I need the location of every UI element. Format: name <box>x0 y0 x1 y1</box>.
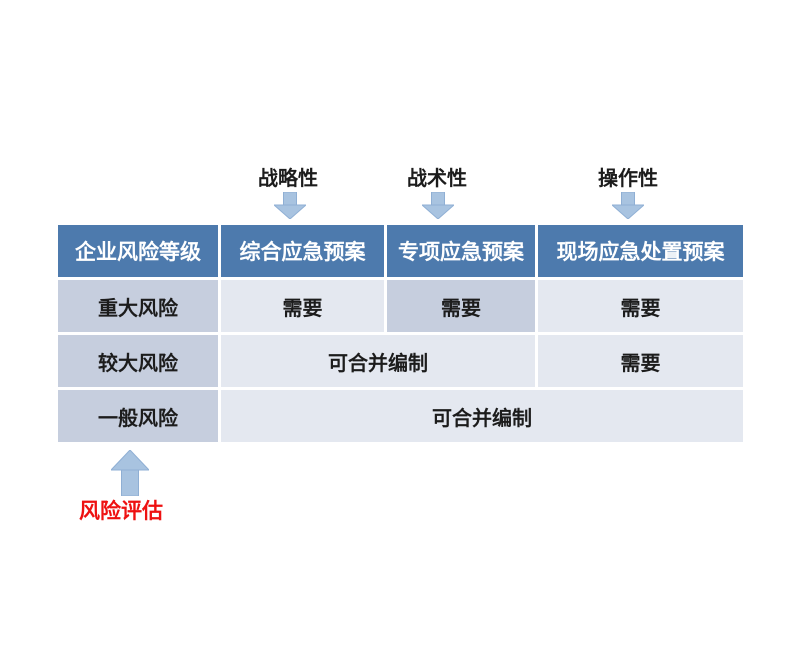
header-cell-special-plan: 专项应急预案 <box>387 225 535 277</box>
strategic-label: 战略性 <box>258 166 318 190</box>
risk-plan-table: 企业风险等级 综合应急预案 专项应急预案 现场应急处置预案 重大风险 需要 需要… <box>58 225 743 442</box>
operational-label: 操作性 <box>598 166 658 190</box>
header-cell-risk-level: 企业风险等级 <box>58 225 218 277</box>
plan-cell-major-onsite: 需要 <box>538 280 743 332</box>
down-arrow-icon <box>422 192 454 219</box>
plan-cell-major-comprehensive: 需要 <box>221 280 384 332</box>
header-cell-onsite-plan: 现场应急处置预案 <box>538 225 743 277</box>
risk-assessment-label: 风险评估 <box>79 498 163 523</box>
merged-plan-cell-general: 可合并编制 <box>221 390 743 442</box>
risk-level-cell-larger: 较大风险 <box>58 335 218 387</box>
tactical-label: 战术性 <box>407 166 467 190</box>
header-cell-comprehensive-plan: 综合应急预案 <box>221 225 384 277</box>
risk-level-cell-major: 重大风险 <box>58 280 218 332</box>
plan-cell-larger-onsite: 需要 <box>538 335 743 387</box>
down-arrow-icon <box>274 192 306 219</box>
merged-plan-cell-larger: 可合并编制 <box>221 335 535 387</box>
up-arrow-icon <box>111 450 149 496</box>
plan-cell-major-special: 需要 <box>387 280 535 332</box>
risk-level-cell-general: 一般风险 <box>58 390 218 442</box>
down-arrow-icon <box>612 192 644 219</box>
